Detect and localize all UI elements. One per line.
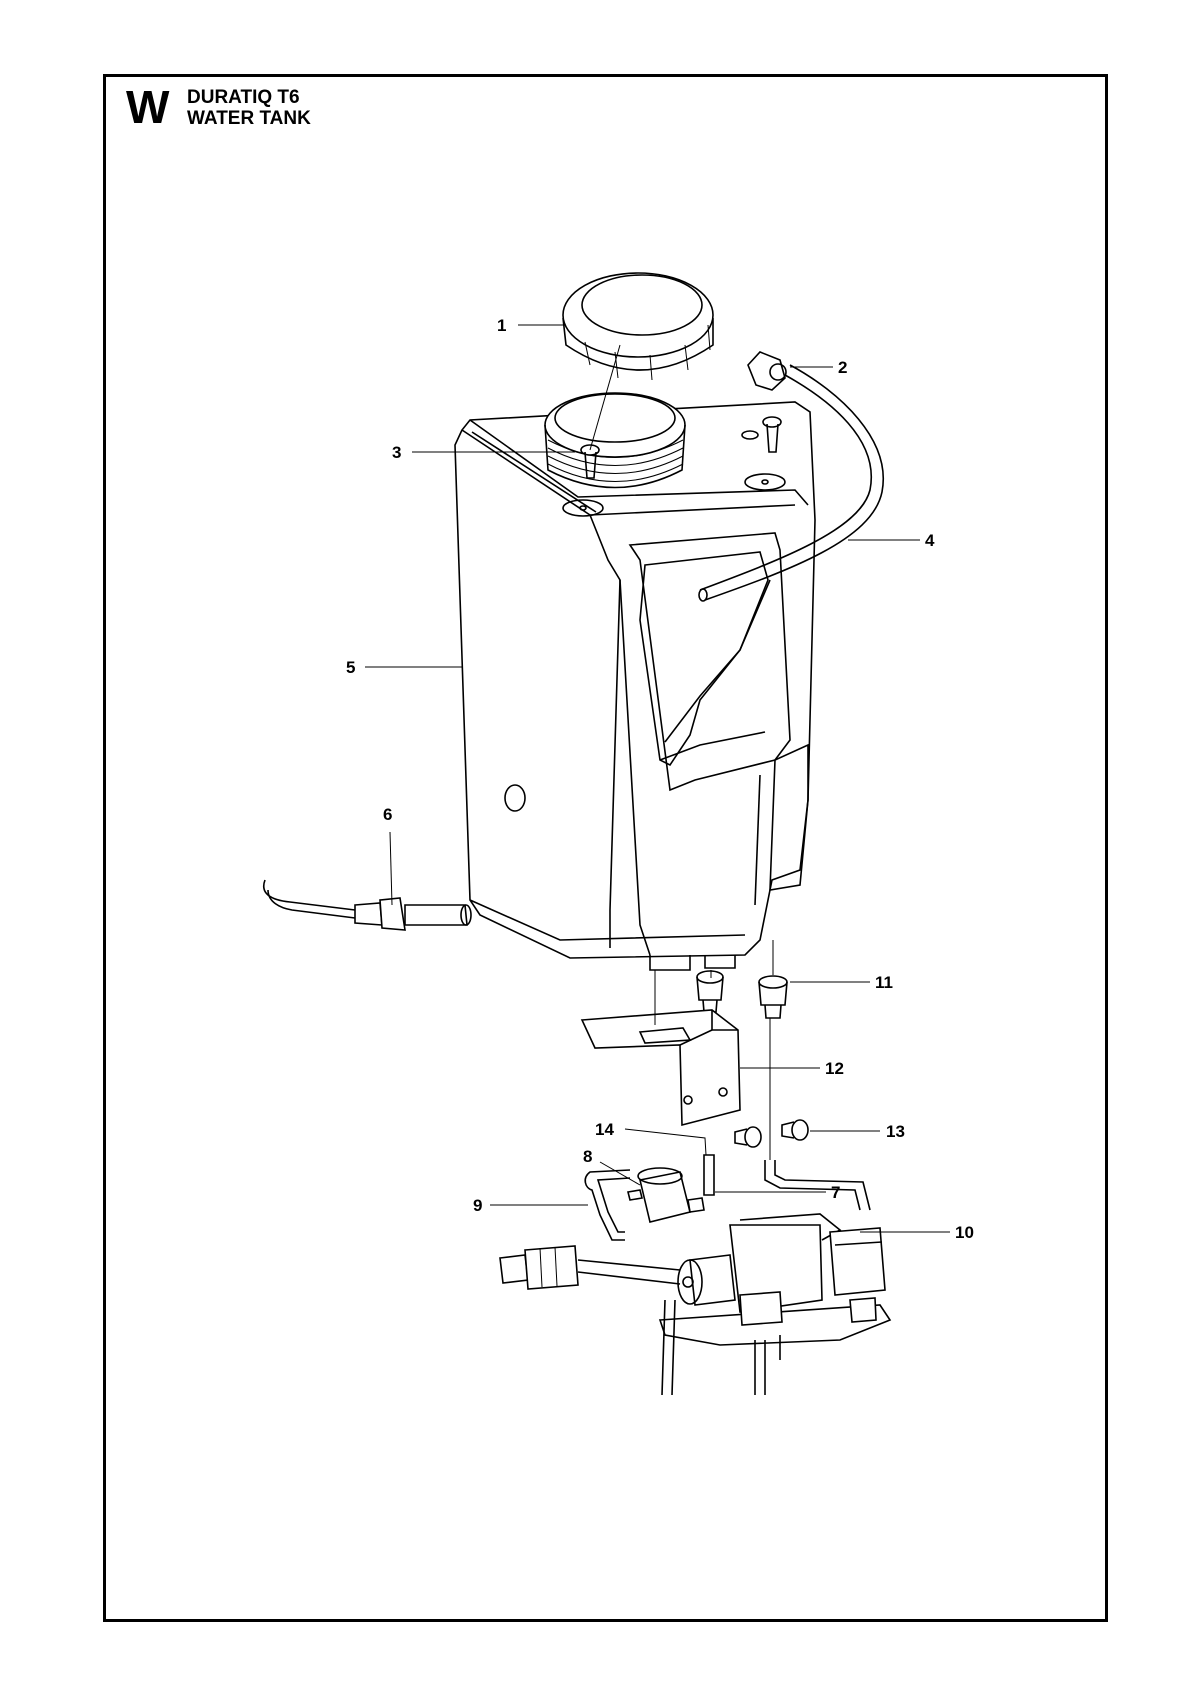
page-frame: [103, 74, 1108, 1622]
leader-lines: [365, 324, 950, 1233]
filter[interactable]: [627, 1167, 705, 1223]
callout-1: 1: [497, 316, 506, 335]
assembly-title: WATER TANK: [187, 108, 311, 129]
callout-7: 7: [831, 1183, 840, 1202]
section-letter: W: [126, 81, 170, 133]
elbow-connector[interactable]: [747, 351, 787, 391]
callout-13: 13: [886, 1122, 905, 1141]
filler-neck[interactable]: [544, 392, 686, 489]
callouts: 1 2 3 4 5 6 7 8 9 10 11 12 13 14: [346, 316, 974, 1242]
screw-top-right[interactable]: [762, 416, 782, 453]
callout-14: 14: [595, 1120, 614, 1139]
hose[interactable]: [698, 364, 885, 602]
callout-5: 5: [346, 658, 355, 677]
model-title: DURATIQ T6: [187, 87, 300, 108]
pipe[interactable]: [764, 1160, 871, 1211]
water-tank[interactable]: [454, 401, 816, 971]
bracket-screw-left[interactable]: [734, 1126, 762, 1148]
callout-11: 11: [875, 973, 893, 992]
filter-hose[interactable]: [584, 1169, 631, 1241]
callout-6: 6: [383, 805, 392, 824]
fitting[interactable]: [758, 975, 788, 1019]
callout-9: 9: [473, 1196, 482, 1215]
callout-2: 2: [838, 358, 847, 377]
filler-cap[interactable]: [562, 272, 714, 381]
callout-12: 12: [825, 1059, 844, 1078]
bracket[interactable]: [580, 1009, 741, 1127]
pin[interactable]: [703, 1154, 715, 1196]
callout-3: 3: [392, 443, 401, 462]
fitting-left[interactable]: [696, 970, 724, 1013]
callout-10: 10: [955, 1223, 974, 1242]
callout-8: 8: [583, 1147, 592, 1166]
bracket-screw[interactable]: [781, 1119, 809, 1141]
callout-4: 4: [925, 531, 935, 550]
pump-valve-assembly[interactable]: [499, 1213, 892, 1396]
level-sensor[interactable]: [263, 879, 472, 931]
